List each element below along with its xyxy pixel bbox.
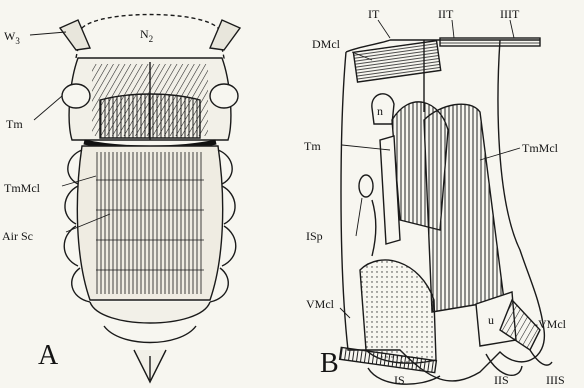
label-iiis: IIIS (546, 373, 565, 387)
label-tmmcl: TmMcl (4, 181, 41, 195)
label-iis: IIS (494, 373, 509, 387)
label-air-sac: Air Sc (2, 229, 33, 243)
label-tm-b: Tm (304, 139, 321, 153)
label-is: IS (394, 373, 405, 387)
tympanum-left (62, 84, 90, 108)
panel-a-letter: A (38, 340, 59, 371)
dorsal-muscle (353, 41, 440, 82)
tympanum-right (210, 84, 238, 108)
label-vmcl-right: -VMcl (534, 317, 567, 331)
terminal-segments (90, 302, 210, 323)
label-n: n (377, 104, 383, 118)
label-vmcl-left: VMcl (306, 297, 335, 311)
label-it: IT (368, 7, 380, 21)
spiracle (359, 175, 373, 197)
pleural-zone (360, 260, 436, 363)
label-iiit: IIIT (500, 7, 520, 21)
label-isp: ISp (306, 229, 323, 243)
panel-b-drawing (340, 38, 552, 384)
label-iit: IIT (438, 7, 454, 21)
label-tm: Tm (6, 117, 23, 131)
label-w3: W3 (4, 29, 20, 46)
tympanic-muscle (424, 104, 504, 312)
label-u: u (488, 313, 494, 327)
panel-a-drawing (60, 15, 240, 383)
panel-b-letter: B (320, 348, 339, 379)
dorsal-muscle-2 (440, 38, 540, 46)
label-tmmcl-b: TmMcl (522, 141, 559, 155)
sternum-3 (530, 350, 552, 365)
label-dmcl: DMcl (312, 37, 341, 51)
